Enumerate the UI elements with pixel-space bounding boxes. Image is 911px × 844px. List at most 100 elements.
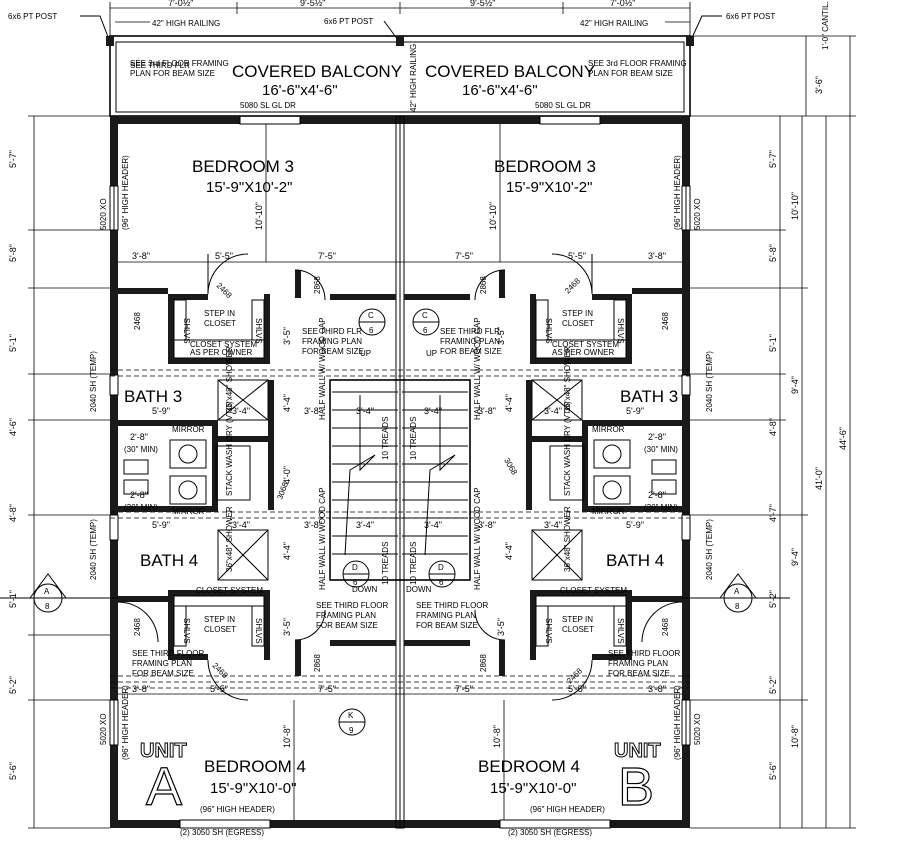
dim-right-5-1: 5'-1" [768, 334, 778, 352]
unit-b-letter: B [618, 757, 654, 817]
dim-right-9-4-b: 9'-4" [790, 548, 800, 566]
egress-window-left: (2) 3050 SH (EGRESS) [180, 828, 264, 837]
header-bottom-right: (96" HIGH HEADER) [530, 805, 605, 814]
bedroom-4-b-size: 15'-9"X10'-0" [490, 780, 576, 797]
framing-b-upper-2: FRAMING PLAN [440, 337, 500, 346]
framing-b-lower-3: FOR BEAM SIZE [416, 621, 478, 630]
dim-4-0-a: 4'-0" [282, 466, 292, 484]
stair-up-a: UP [360, 349, 371, 358]
dim-5-5-a-low: 5'-5" [210, 684, 228, 694]
closet-system-b-lower: CLOSET SYSTEM [560, 586, 627, 595]
stair-down-b: DOWN [406, 585, 432, 594]
min-b-upper: (30" MIN) [644, 445, 678, 454]
bedroom-3-unit-b: BEDROOM 3 15'-9"X10'-2" 10'-10" [488, 124, 596, 262]
framing-a-upper-3: FOR BEAM SIZE [302, 347, 364, 356]
shelves-a-4: SHLVS [254, 618, 263, 644]
framing-b-upper-3: FOR BEAM SIZE [440, 347, 502, 356]
framing-b-side-3: FOR BEAM SIZE [608, 669, 670, 678]
dim-3-4-b-upper: 3'-4" [544, 406, 562, 416]
bath-4-b-name: BATH 4 [606, 551, 664, 570]
covered-balcony: SEE THIRD FLR COVERED BALCONY 16'-6"x4'-… [106, 35, 694, 117]
bedroom-4-a-name: BEDROOM 4 [204, 757, 306, 776]
closet-a-lower-2: CLOSET [204, 625, 236, 634]
svg-text:A: A [44, 587, 50, 596]
dim-right-10-10: 10'-10" [790, 192, 800, 220]
exterior-walls [110, 115, 690, 829]
bedroom-3-a-depth: 10'-10" [254, 202, 264, 230]
min-b-lower: (30" MIN) [644, 503, 678, 512]
dim-5-5-b-low: 5'-5" [568, 684, 586, 694]
door-2468-b-lower: 2468 [565, 666, 584, 685]
shelves-b-2: SHLVS [616, 318, 625, 344]
dim-3-4-b-stair: 3'-4" [424, 406, 442, 416]
bath-3-b-name: BATH 3 [620, 387, 678, 406]
dim-3-4-a-stair: 3'-4" [356, 406, 374, 416]
window-2040-left-bottom: 2040 SH (TEMP) [89, 519, 98, 580]
shelves-a-3: SHLVS [182, 618, 191, 644]
post-right-label: 6x6 PT POST [726, 12, 775, 21]
bedroom-3-a-name: BEDROOM 3 [192, 157, 294, 176]
window-5020-right-top: 5020 XO [693, 198, 702, 230]
cantilever-label: 1'-0" CANTIL. [821, 1, 830, 50]
dim-right-5-6: 5'-6" [768, 762, 778, 780]
bath-4-unit-b: MIRROR (30" MIN) 2'-8" BATH 4 36"x48" SH… [424, 475, 682, 581]
window-symbols [109, 115, 691, 829]
dim-5-9-b-upper: 5'-9" [626, 406, 644, 416]
balcony-door-right: 5080 SL GL DR [535, 101, 591, 110]
window-2040-right-top: 2040 SH (TEMP) [705, 351, 714, 412]
closet-b-upper-2: CLOSET [562, 319, 594, 328]
dim-5-9-b-lower: 5'-9" [626, 520, 644, 530]
mirror-a-lower: MIRROR [172, 507, 205, 516]
top-dimension-strings: 7'-0½" 9'-5½" 9'-5½" 7'-0½" [109, 0, 691, 50]
dim-3-4-a-stair-low: 3'-4" [356, 520, 374, 530]
header-right-top: (96" HIGH HEADER) [673, 155, 682, 230]
railing-left-label: 42" HIGH RAILING [152, 19, 220, 28]
framing-a-lower-1: SEE THIRD FLOOR [316, 601, 389, 610]
treads-b-upper: 10 TREADS [409, 417, 418, 460]
closet-labels-lower: STEP IN CLOSET STEP IN CLOSET CLOSET SYS… [133, 586, 670, 685]
door-2468-b-upper: 2468 [563, 276, 582, 295]
treads-a-lower: 10 TREADS [381, 542, 390, 585]
section-tag-k: K 9 [338, 708, 366, 736]
dim-left-5-7: 5'-7" [8, 150, 18, 168]
dim-7-5-b-low: 7'-5" [455, 684, 473, 694]
bath-4-unit-a: MIRROR (30" MIN) 2'-8" BATH 4 36"x48" SH… [118, 475, 374, 581]
dim-4-4-b-upper: 4'-4" [504, 394, 514, 412]
shelves-b-1: SHLVS [544, 318, 553, 344]
dim-right-9-4: 9'-4" [790, 376, 800, 394]
bath-3-unit-b: BATH 3 36"x48" SHOWER MIRROR (30" MIN) S… [424, 346, 682, 510]
framing-a-side-3: FOR BEAM SIZE [132, 669, 194, 678]
bath-4-a-name: BATH 4 [140, 551, 198, 570]
shelves-a-2: SHLVS [254, 318, 263, 344]
dim-right-3-6: 3'-6" [814, 76, 824, 94]
dim-right-44-6: 44'-6" [838, 427, 848, 450]
closet-a-upper-1: STEP IN [204, 309, 235, 318]
balcony-beam-notes: SEE 3rd FLOOR FRAMING PLAN FOR BEAM SIZE… [130, 59, 687, 78]
dim-3-8-a-stair-low: 3'-8" [304, 520, 322, 530]
dim-right-5-8: 5'-8" [768, 244, 778, 262]
header-left-bottom: (96" HIGH HEADER) [121, 685, 130, 760]
window-2040-left-top: 2040 SH (TEMP) [89, 351, 98, 412]
svg-text:6: 6 [439, 578, 444, 587]
dim-right-10-8: 10'-8" [790, 725, 800, 748]
svg-text:6: 6 [423, 326, 428, 335]
bedroom-4-b-depth: 10'-8" [492, 725, 502, 748]
bedroom-3-unit-a: BEDROOM 3 15'-9"X10'-2" 10'-10" [192, 124, 294, 262]
stair-down-a: DOWN [352, 585, 378, 594]
mirror-b-upper: MIRROR [592, 425, 625, 434]
stair-up-b: UP [426, 349, 437, 358]
shelves-b-4: SHLVS [616, 618, 625, 644]
dim-top-1: 7'-0½" [168, 0, 193, 8]
left-dimension-strings: 5'-7" 5'-8" 5'-1" 4'-6" 4'-8" 5'-1" 5'-2… [8, 115, 110, 829]
window-tags: 5020 XO (96" HIGH HEADER) 5020 XO (96" H… [89, 155, 714, 837]
door-3068-b: 3068 [502, 457, 519, 477]
dim-3-8-b-low: 3'-8" [648, 684, 666, 694]
dim-left-5-6: 5'-6" [8, 762, 18, 780]
dim-right-4-7: 4'-7" [768, 504, 778, 522]
section-marker-right: A 8 [682, 573, 790, 613]
door-2868-a-upper: 2868 [313, 276, 322, 294]
balcony-name-right: COVERED BALCONY [425, 62, 595, 81]
dim-7-5-a-low: 7'-5" [318, 684, 336, 694]
railing-right-label: 42" HIGH RAILING [580, 19, 648, 28]
partitions-lower [117, 590, 683, 701]
